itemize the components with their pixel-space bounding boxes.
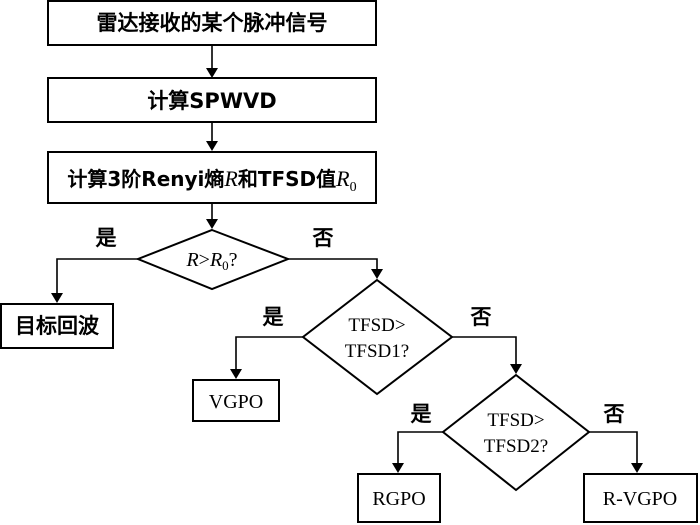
decision-r0-subscript: 0 (222, 258, 229, 273)
arrow-yes-target-echo (56, 258, 138, 295)
arrowhead (206, 141, 218, 151)
entropy-r-symbol: R (223, 166, 238, 191)
arrow-no-tfsd1 (288, 258, 378, 271)
decision-tfsd2-line1: TFSD> (487, 410, 544, 431)
decision-r0-symbol: R (209, 249, 222, 271)
arrowhead (230, 369, 242, 379)
label-yes-1: 是 (96, 226, 117, 250)
arrowhead (206, 219, 218, 229)
label-yes-2: 是 (263, 305, 284, 329)
box-calc-spwvd: 计算SPWVD (47, 77, 377, 123)
box-vgpo-label: VGPO (209, 391, 263, 413)
arrowhead (631, 463, 643, 473)
arrow-no-tfsd2 (452, 336, 517, 366)
box-calc-entropy-text: 计算3阶Renyi熵R和TFSD值R0 (67, 166, 356, 195)
box-vgpo: VGPO (192, 379, 280, 422)
decision-tfsd2: TFSD> TFSD2? (441, 373, 591, 492)
box-radar-pulse-label: 雷达接收的某个脉冲信号 (97, 11, 328, 35)
box-vgpo-frame (192, 379, 280, 422)
entropy-middle: 和TFSD值 (238, 167, 336, 191)
label-no-2: 否 (471, 305, 492, 329)
decision-r-vs-r0-frame (135, 228, 291, 291)
decision-tfsd1-line1: TFSD> (348, 315, 405, 336)
label-no-1: 否 (313, 226, 334, 250)
box-calc-spwvd-frame (47, 77, 377, 123)
box-calc-entropy: 计算3阶Renyi熵R和TFSD值R0 (47, 151, 377, 204)
arrow-yes-rgpo (397, 431, 443, 465)
decision-tfsd2-frame (441, 373, 591, 492)
box-rgpo-label: RGPO (372, 488, 425, 510)
box-rgpo-frame (357, 473, 441, 523)
decision-r-vs-r0-text: R>R0? (185, 249, 237, 273)
branch-labels: 是 否 是 否 是 否 (96, 226, 625, 426)
entropy-prefix: 计算3阶Renyi熵 (67, 167, 224, 191)
box-radar-pulse: 雷达接收的某个脉冲信号 (47, 0, 377, 46)
box-target-echo: 目标回波 (0, 303, 114, 349)
decision-tfsd2-line2: TFSD2? (484, 436, 548, 457)
decision-r-symbol: R (185, 249, 198, 271)
decision-tfsd1: TFSD> TFSD1? (301, 278, 454, 396)
decision-r-vs-r0: R>R0? (135, 228, 291, 291)
box-r-vgpo-label: R-VGPO (603, 488, 677, 510)
box-calc-spwvd-label: 计算SPWVD (147, 89, 276, 113)
box-r-vgpo: R-VGPO (583, 473, 698, 523)
box-radar-pulse-frame (47, 0, 377, 46)
arrow-no-r-vgpo (589, 431, 638, 465)
arrowhead (392, 463, 404, 473)
decision-gt: > (199, 249, 210, 271)
box-target-echo-label: 目标回波 (15, 314, 100, 338)
box-target-echo-frame (0, 303, 114, 349)
arrowhead (510, 364, 522, 374)
arrowhead (371, 269, 383, 279)
label-yes-3: 是 (411, 402, 432, 426)
decision-tfsd1-line2: TFSD1? (345, 341, 409, 362)
entropy-r0-subscript: 0 (350, 180, 357, 195)
arrowhead (206, 68, 218, 78)
arrowhead (51, 293, 63, 303)
box-r-vgpo-frame (583, 473, 698, 523)
box-rgpo: RGPO (357, 473, 441, 523)
arrow-yes-vgpo (235, 336, 303, 371)
decision-tfsd1-frame (301, 278, 454, 396)
box-calc-spwvd-text: 计算SPWVD (147, 89, 276, 113)
entropy-r0-symbol: R (335, 166, 350, 191)
label-no-3: 否 (604, 402, 625, 426)
connectors (51, 45, 643, 473)
box-calc-entropy-frame (47, 151, 377, 204)
decision-question: ? (229, 249, 238, 271)
